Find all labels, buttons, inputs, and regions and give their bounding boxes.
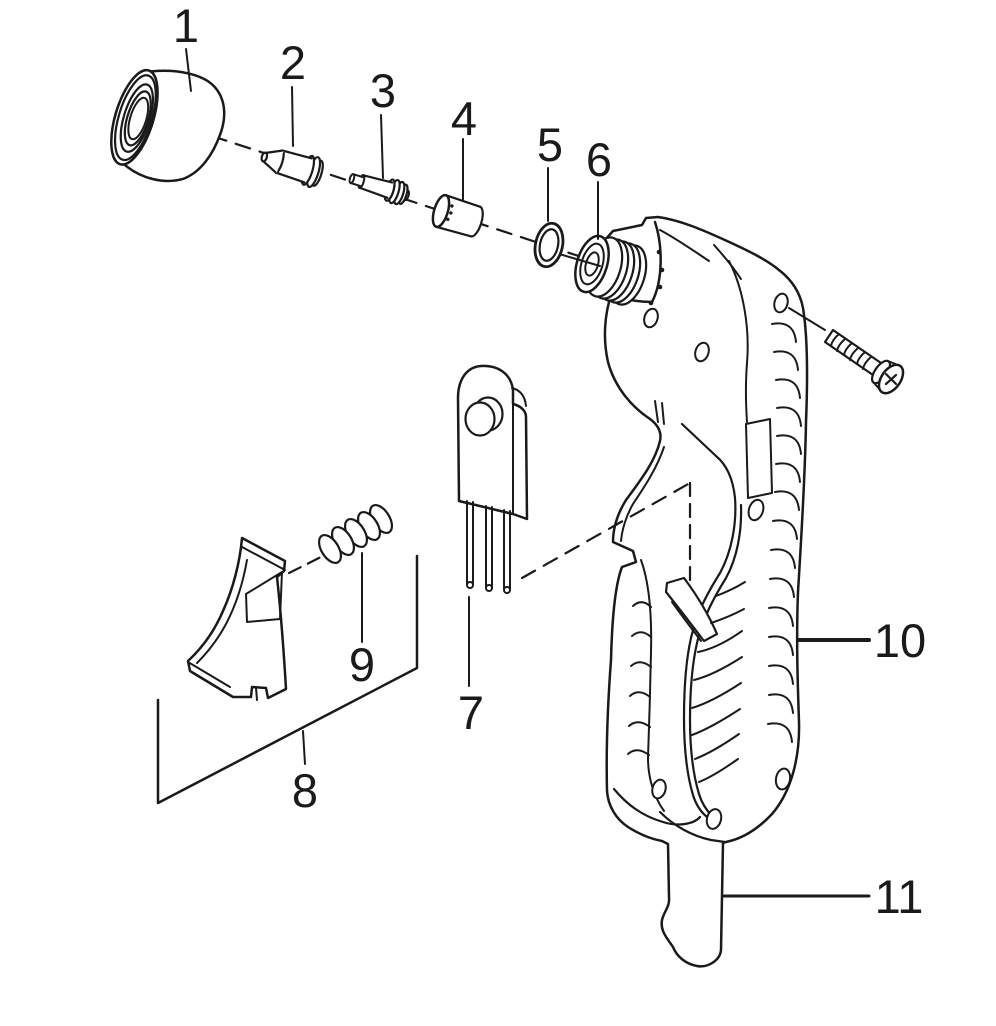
trigger-top-edge [241,546,286,571]
front-grip-ribs [627,601,652,756]
base-flange-line [612,787,702,826]
insert-path-dashed-line [520,481,692,580]
callout-1: 1 [173,0,199,52]
trigger-stem-line [255,687,258,701]
trigger-foot-lines [187,661,231,695]
nameplate-recess [745,418,773,499]
housing-seam-line2 [688,503,743,819]
sleeve-dot [449,211,453,215]
cap-opening [127,96,150,141]
trigger-slot-line [654,400,659,423]
spring-insert-dashes [287,554,325,575]
barrel-vent-dot [656,249,662,255]
housing-screw [788,307,905,395]
callout-5: 5 [537,118,563,171]
sleeve-dot [446,217,450,222]
part-3-electrode-pin [348,173,410,206]
tip-point [260,151,269,163]
trigger-slot-line2 [661,402,665,425]
callout-leader-lines [185,48,871,898]
part-5-o-ring [533,221,565,269]
callout-4: 4 [451,92,477,145]
base-flange-line2 [658,810,727,844]
part-7-heating-element [456,364,529,687]
tip-body-lines [274,149,313,184]
callout-3: 3 [370,64,396,117]
trigger-tip-in-slot [664,576,719,643]
callout-7: 7 [458,686,484,739]
callout-9: 9 [349,638,375,691]
sleeve-open-rim [431,193,451,229]
element-top-thickness [511,387,527,407]
element-leads [466,500,511,594]
cap-front-rim [110,68,159,166]
callout-8: 8 [292,764,318,817]
trigger-panel [245,571,283,623]
screw-holes [643,292,792,830]
part-1-nozzle-cap [110,68,226,183]
tip-cone-fill [263,150,284,173]
pin-neck-cap [348,173,356,185]
part-2-nozzle-tip [260,149,324,189]
housing-outline [594,215,809,968]
trigger-tip-shadow-line [671,601,702,642]
grip-ribs [691,581,746,783]
grip-front-inner-edge [640,559,665,812]
element-hole [464,401,496,437]
back-edge-ribs [767,322,802,743]
callout-3-leader-line [380,114,384,179]
cap-inner-ring [119,83,155,153]
part-10-housing [594,215,809,968]
spring-coil [317,534,343,564]
callout-2-leader-line [291,86,294,147]
sleeve-dot [450,204,454,208]
phillips-cross-icon [884,372,898,386]
trigger-guard-inner-line [620,446,665,542]
callout-labels: 1 2 3 4 5 6 7 8 9 10 11 [173,0,926,923]
part-9-spring [287,504,394,643]
housing-seam-line [680,422,737,819]
part-6-barrel-nose [548,234,648,306]
barrel-vent-dot [659,267,665,273]
tip-cone-lines [262,149,284,174]
cap-rim-ring [113,74,157,162]
barrel-vent-dot [657,284,663,290]
callout-8-leader-line [302,730,306,765]
o-ring-inner [538,228,560,262]
barrel-vent-dot [648,300,654,306]
callout-11: 11 [875,870,924,923]
housing-top-step-line [659,229,710,262]
trigger-pad-inner-curve [196,559,248,664]
part-4-sleeve [431,193,484,238]
group-8-bracket [156,554,419,805]
barrel-collar-seam [650,220,662,304]
housing-panel-curve [728,260,749,423]
callout-6: 6 [586,133,612,186]
pin-shaft-lines [358,174,394,199]
callout-10: 10 [874,614,926,667]
part-8-trigger-assembly [156,536,419,805]
screw-leader-line [788,307,826,331]
screw-threads [830,333,872,370]
callout-2: 2 [280,36,306,89]
callout-1-leader-line [185,48,192,92]
